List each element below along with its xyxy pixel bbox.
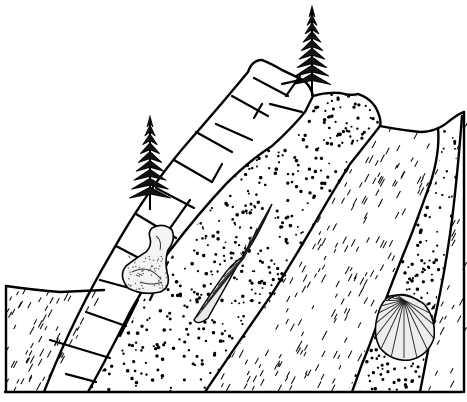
conifer-tree-top bbox=[293, 6, 331, 96]
hill-surface bbox=[313, 93, 464, 132]
limestone-block-joints bbox=[50, 76, 302, 382]
limestone-bed-upper-boundary bbox=[44, 60, 313, 392]
sandstone-upper-layer bbox=[79, 87, 385, 393]
shale-lower-left-outline bbox=[6, 286, 104, 392]
shale-lower-left-layer bbox=[6, 279, 106, 392]
fan-brachiopod-fossil bbox=[194, 204, 272, 323]
gastropod-fossil bbox=[122, 225, 173, 293]
conifer-tree-left bbox=[129, 116, 171, 210]
limestone-bed-lower-boundary bbox=[88, 96, 313, 392]
